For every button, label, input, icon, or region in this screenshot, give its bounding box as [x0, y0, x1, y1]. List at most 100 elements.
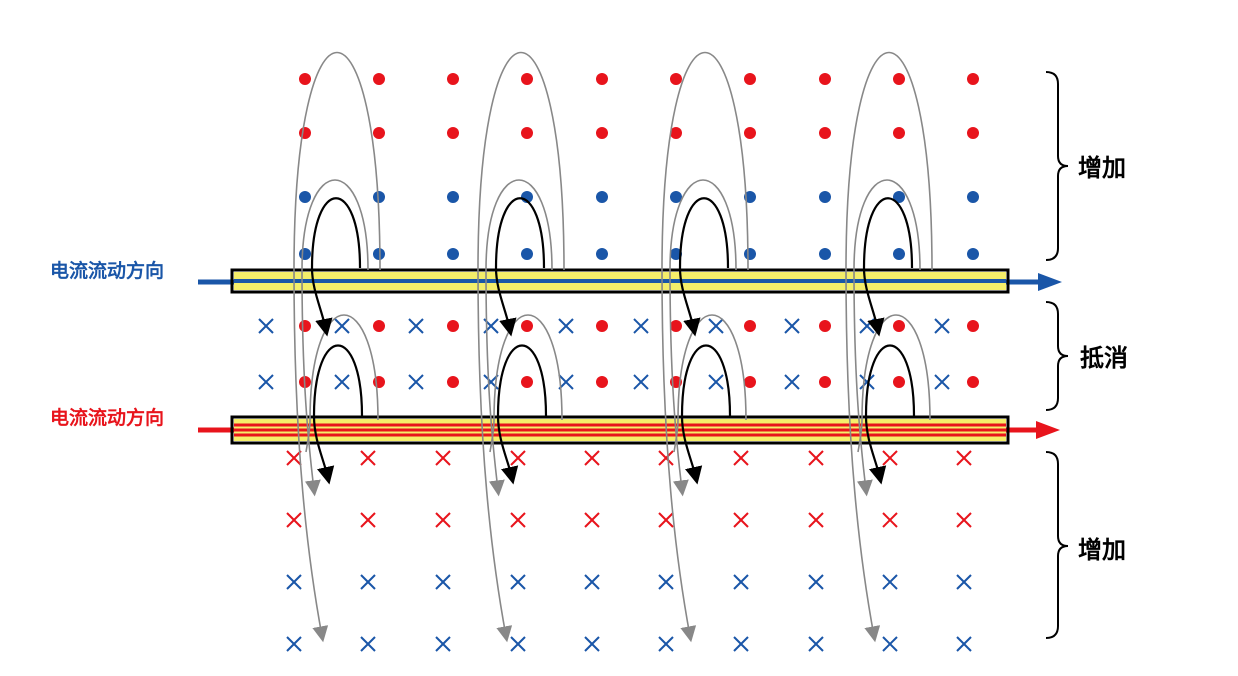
field-line-inner-top — [310, 197, 362, 337]
field-out-dot — [299, 191, 311, 203]
field-in-cross — [658, 574, 674, 590]
field-out-dot — [596, 248, 608, 260]
field-out-dot — [744, 248, 756, 260]
field-line-mid-medium — [489, 314, 563, 453]
field-out-dot — [893, 191, 905, 203]
region-bottom-label: 增加 — [1078, 536, 1126, 564]
field-out-dot — [893, 248, 905, 260]
field-in-cross — [882, 450, 898, 466]
field-out-dot — [893, 73, 905, 85]
field-in-cross — [334, 374, 350, 390]
field-in-cross — [584, 450, 600, 466]
field-out-dot — [596, 376, 608, 388]
field-out-dot — [373, 127, 385, 139]
field-in-cross — [510, 512, 526, 528]
field-line-mid-medium — [857, 314, 931, 453]
field-in-cross — [435, 574, 451, 590]
brace-bottom-increase — [1045, 451, 1069, 639]
field-out-dot — [373, 191, 385, 203]
field-in-cross — [435, 636, 451, 652]
field-out-dot — [744, 320, 756, 332]
field-in-cross — [956, 636, 972, 652]
field-line-inner-top — [862, 197, 914, 337]
field-in-cross — [258, 374, 274, 390]
field-out-dot — [447, 73, 459, 85]
field-out-dot — [521, 127, 533, 139]
field-out-dot — [373, 376, 385, 388]
field-in-cross — [584, 574, 600, 590]
field-line-inner-bottom — [680, 344, 732, 485]
field-out-dot — [299, 127, 311, 139]
field-out-dot — [299, 248, 311, 260]
field-in-cross — [510, 636, 526, 652]
field-in-cross — [510, 574, 526, 590]
field-out-dot — [967, 73, 979, 85]
field-out-dot — [373, 320, 385, 332]
field-line-inner-top — [494, 197, 546, 337]
field-in-cross — [784, 318, 800, 334]
field-out-dot — [819, 73, 831, 85]
field-in-cross — [882, 636, 898, 652]
field-out-dot — [299, 320, 311, 332]
field-out-dot — [447, 248, 459, 260]
brace-middle-cancel — [1045, 301, 1069, 411]
field-in-cross — [784, 374, 800, 390]
field-out-dot — [819, 191, 831, 203]
field-in-cross — [408, 318, 424, 334]
field-in-cross — [733, 450, 749, 466]
field-out-dot — [521, 73, 533, 85]
field-line-outer-medium — [669, 179, 737, 497]
field-in-cross — [956, 450, 972, 466]
field-out-dot — [744, 191, 756, 203]
field-in-cross — [808, 450, 824, 466]
field-in-cross — [633, 374, 649, 390]
field-line-outer-medium — [301, 179, 369, 497]
field-out-dot — [447, 191, 459, 203]
field-out-dot — [819, 376, 831, 388]
field-out-dot — [893, 376, 905, 388]
field-out-dot — [967, 191, 979, 203]
field-in-cross — [286, 636, 302, 652]
field-in-cross — [859, 318, 875, 334]
field-line-outer-medium — [485, 179, 553, 497]
field-in-cross — [956, 574, 972, 590]
field-out-dot — [596, 191, 608, 203]
field-in-cross — [859, 374, 875, 390]
field-symbols — [258, 73, 979, 652]
field-in-cross — [435, 450, 451, 466]
field-out-dot — [744, 376, 756, 388]
region-middle-label: 抵消 — [1080, 344, 1128, 372]
field-out-dot — [670, 73, 682, 85]
field-out-dot — [893, 127, 905, 139]
field-in-cross — [733, 636, 749, 652]
field-out-dot — [744, 127, 756, 139]
field-in-cross — [658, 512, 674, 528]
field-line-inner-bottom — [864, 344, 916, 485]
field-in-cross — [360, 450, 376, 466]
field-line-inner-top — [678, 197, 730, 337]
region-top-label: 增加 — [1078, 154, 1126, 182]
field-in-cross — [808, 636, 824, 652]
top-current-label: 电流流动方向 — [50, 259, 164, 282]
field-in-cross — [733, 574, 749, 590]
field-in-cross — [360, 512, 376, 528]
field-in-cross — [435, 512, 451, 528]
field-line-inner-bottom — [312, 344, 364, 485]
field-out-dot — [447, 320, 459, 332]
field-in-cross — [708, 318, 724, 334]
field-out-dot — [299, 73, 311, 85]
field-lines — [293, 51, 933, 643]
field-in-cross — [584, 636, 600, 652]
field-in-cross — [882, 512, 898, 528]
field-out-dot — [967, 376, 979, 388]
field-line-outer-medium — [853, 179, 921, 497]
field-out-dot — [670, 191, 682, 203]
field-line-mid-medium — [305, 314, 379, 453]
field-in-cross — [360, 636, 376, 652]
field-out-dot — [670, 248, 682, 260]
field-in-cross — [808, 512, 824, 528]
field-line-inner-bottom — [496, 344, 548, 485]
field-out-dot — [521, 376, 533, 388]
field-in-cross — [733, 512, 749, 528]
